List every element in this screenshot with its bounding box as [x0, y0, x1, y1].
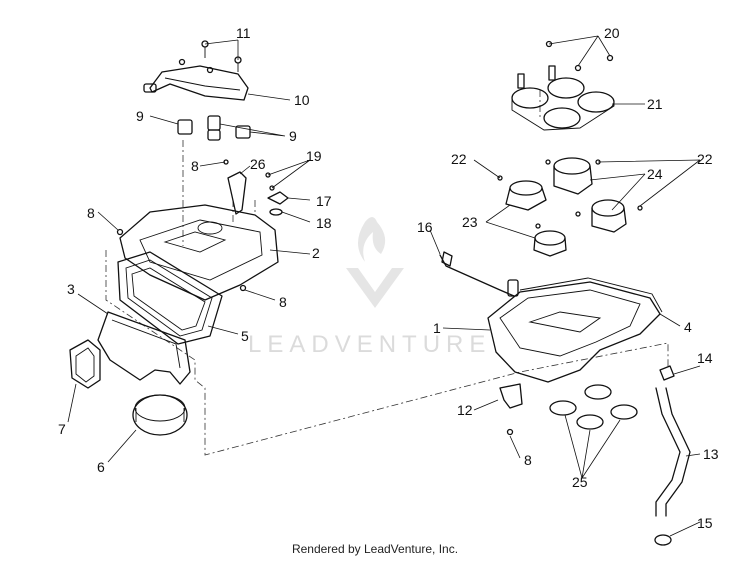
callout-8: 8 [524, 452, 532, 468]
drain-tube-part [439, 251, 519, 297]
injectors-part [177, 115, 251, 141]
callout-1: 1 [433, 320, 441, 336]
airbox-base-part [487, 277, 663, 383]
callout-8: 8 [279, 294, 287, 310]
callout-2: 2 [312, 245, 320, 261]
callout-9: 9 [289, 128, 297, 144]
assembly-lines [105, 90, 669, 456]
callout-16: 16 [417, 219, 433, 235]
callout-12: 12 [457, 402, 473, 418]
fuel-rail-part [143, 40, 249, 101]
footer-credit: Rendered by LeadVenture, Inc. [291, 542, 459, 556]
airbox-cover-part [116, 204, 279, 301]
callout-22: 22 [697, 151, 713, 167]
watermark-v-icon [346, 268, 404, 308]
breather-hose-part [654, 365, 691, 546]
callout-18: 18 [316, 215, 332, 231]
callout-20: 20 [604, 25, 620, 41]
callout-23: 23 [462, 214, 478, 230]
callout-13: 13 [703, 446, 719, 462]
callout-10: 10 [294, 92, 310, 108]
air-filter-part [117, 251, 223, 345]
o-rings-part [549, 384, 638, 430]
watermark-flame-icon [358, 217, 386, 262]
callout-7: 7 [58, 421, 66, 437]
callout-5: 5 [241, 328, 249, 344]
callout-3: 3 [67, 281, 75, 297]
callout-15: 15 [697, 515, 713, 531]
callout-6: 6 [97, 459, 105, 475]
callout-21: 21 [647, 96, 663, 112]
callout-9: 9 [136, 108, 144, 124]
callout-11: 11 [236, 25, 251, 41]
intake-duct-part [69, 311, 191, 436]
callout-8: 8 [87, 205, 95, 221]
callout-24: 24 [647, 166, 663, 182]
callout-25: 25 [572, 474, 588, 490]
callout-8: 8 [191, 158, 199, 174]
watermark: LEADVENTURE [248, 217, 491, 358]
callout-19: 19 [306, 148, 322, 164]
watermark-text: LEADVENTURE [248, 331, 491, 358]
intake-boots-part [497, 157, 643, 257]
callout-17: 17 [316, 193, 332, 209]
callout-26: 26 [250, 156, 266, 172]
leader-lines [67, 35, 701, 537]
mount-bracket-part [499, 383, 523, 436]
callout-4: 4 [684, 319, 692, 335]
callout-labels: 1 2 3 4 5 6 7 8 8 8 8 9 9 11 10 12 13 14… [58, 25, 719, 531]
callout-14: 14 [697, 350, 713, 366]
throttle-plate-part [511, 40, 615, 131]
callout-22: 22 [451, 151, 467, 167]
